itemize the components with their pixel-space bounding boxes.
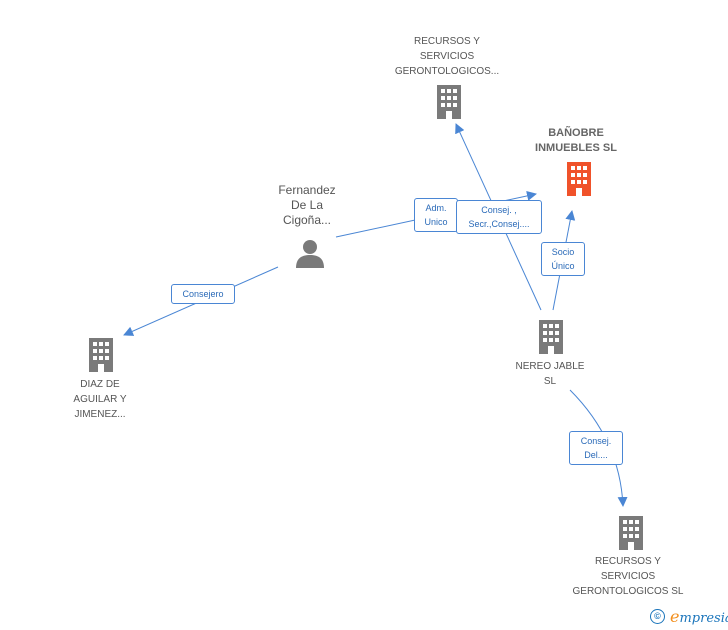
- label-line: De La: [290, 198, 324, 212]
- edge-label-line: Secr.,Consej....: [468, 219, 530, 229]
- node-recursos-top-label: RECURSOS Y SERVICIOS GERONTOLOGICOS...: [380, 34, 514, 79]
- label-line: AGUILAR Y: [73, 394, 127, 405]
- building-icon[interactable]: [434, 85, 464, 119]
- node-fernandez-label: Fernandez De La Cigoña...: [262, 183, 352, 228]
- edge-label-line: Adm.: [425, 203, 447, 213]
- edge-label-line: Consej.: [580, 436, 612, 446]
- label-line: Cigoña...: [282, 213, 332, 227]
- label-line: Fernandez: [278, 183, 336, 197]
- label-line: SERVICIOS: [600, 571, 656, 582]
- edge-label-consejero[interactable]: Consejero: [171, 284, 235, 304]
- edge-label-socio-unico[interactable]: Socio Único: [541, 242, 585, 276]
- copyright-icon: ©: [650, 609, 665, 624]
- edge-label-line: Del....: [584, 450, 608, 460]
- label-line: INMUEBLES SL: [535, 142, 617, 154]
- label-line: GERONTOLOGICOS...: [394, 66, 500, 77]
- building-icon[interactable]: [86, 338, 116, 372]
- edge-label-line: Unico: [424, 217, 448, 227]
- edge-label-consej-del[interactable]: Consej. Del....: [569, 431, 623, 465]
- building-icon[interactable]: [616, 516, 646, 550]
- label-line: JIMENEZ...: [74, 409, 126, 420]
- edge-label-line: Socio: [551, 247, 575, 257]
- label-line: DIAZ DE: [80, 379, 120, 390]
- edge-label-adm-unico[interactable]: Adm. Unico: [414, 198, 458, 232]
- node-nereo-label: NEREO JABLE SL: [500, 359, 600, 389]
- edge-label-line: Consejero: [182, 289, 224, 299]
- building-icon[interactable]: [564, 162, 594, 196]
- label-line: RECURSOS Y: [414, 36, 480, 47]
- edge-label-line: Consej. ,: [481, 205, 517, 215]
- brand-logo[interactable]: empresia: [670, 607, 728, 626]
- brand-rest: mpresia: [679, 611, 728, 626]
- node-banobre-label: BAÑOBRE INMUEBLES SL: [516, 126, 636, 156]
- edge-label-line: Único: [551, 261, 575, 271]
- label-line: NEREO JABLE: [515, 361, 585, 372]
- node-diaz-label: DIAZ DE AGUILAR Y JIMENEZ...: [50, 377, 150, 422]
- building-icon[interactable]: [536, 320, 566, 354]
- label-line: SL: [543, 376, 557, 387]
- person-icon[interactable]: [294, 238, 326, 268]
- brand-first-letter: e: [670, 607, 680, 626]
- node-recursos-bottom-label: RECURSOS Y SERVICIOS GERONTOLOGICOS SL: [562, 554, 694, 599]
- label-line: BAÑOBRE: [548, 127, 604, 139]
- label-line: SERVICIOS: [419, 51, 475, 62]
- label-line: RECURSOS Y: [595, 556, 661, 567]
- label-line: GERONTOLOGICOS SL: [572, 586, 684, 597]
- edge-label-consej-secr[interactable]: Consej. , Secr.,Consej....: [456, 200, 542, 234]
